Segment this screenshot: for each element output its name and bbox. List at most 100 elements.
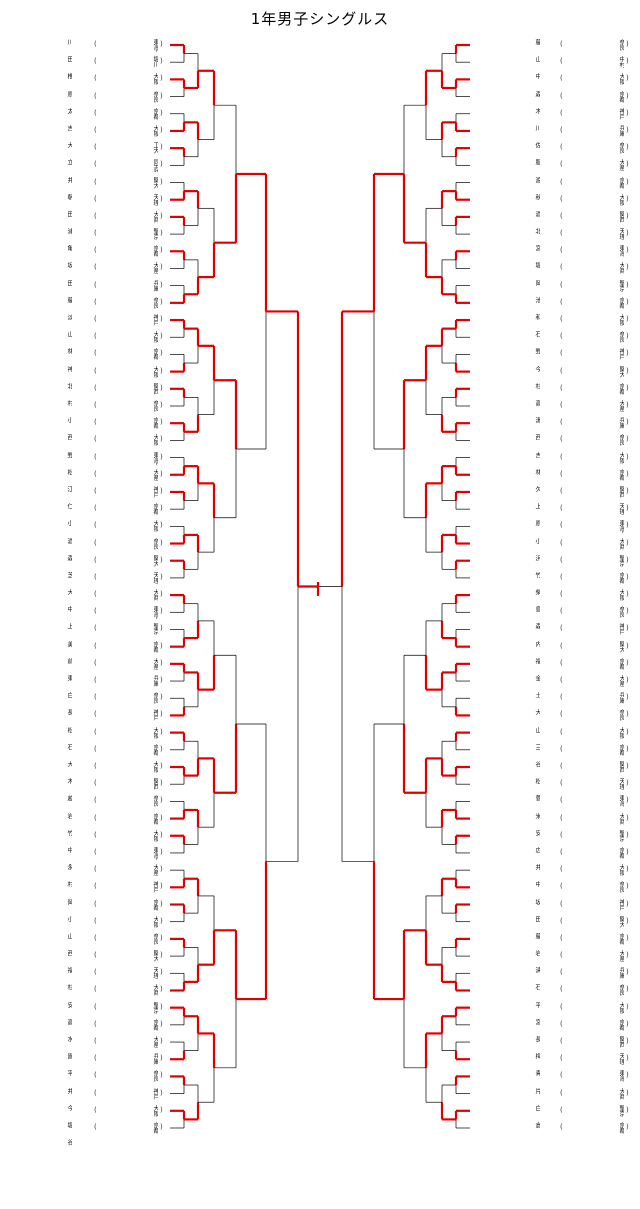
bracket-paren: (: [94, 315, 97, 324]
player-school: 奈良: [152, 400, 158, 411]
bracket-paren: (: [94, 263, 97, 272]
bracket-paren: (: [94, 469, 97, 478]
bracket-paren: ): [626, 796, 629, 805]
player-name: 島: [534, 606, 540, 612]
bracket-paren: ): [626, 297, 629, 306]
player-name: 山: [534, 726, 540, 733]
player-school: 堀川: [152, 56, 158, 68]
bracket-paren: (: [560, 332, 563, 341]
player-school: 東海大三: [618, 520, 624, 533]
bracket-paren: ): [160, 108, 163, 117]
player-name: 原: [66, 90, 72, 97]
bracket-paren: ): [626, 951, 629, 960]
bracket-paren: ): [160, 727, 163, 736]
bracket-paren: ): [626, 555, 629, 564]
bracket-paren: (: [560, 710, 563, 719]
player-name: 石: [534, 331, 540, 337]
bracket-paren: ): [160, 383, 163, 392]
bracket-paren: ): [626, 916, 629, 925]
player-school: 大阪: [152, 124, 158, 136]
player-school: 大産: [618, 950, 624, 962]
bracket-paren: ): [626, 91, 629, 100]
bracket-paren: (: [560, 469, 563, 478]
bracket-paren: (: [560, 538, 563, 547]
player-name: 片: [534, 1087, 540, 1094]
player-school: 大産: [152, 1036, 158, 1048]
bracket-paren: (: [94, 1037, 97, 1046]
bracket-paren: (: [560, 143, 563, 152]
player-name: 高: [66, 1018, 72, 1025]
player-name: 久: [534, 485, 540, 492]
player-name: 堀: [534, 262, 540, 268]
bracket-paren: ): [160, 847, 163, 856]
bracket-paren: (: [94, 143, 97, 152]
player-name: 朝: [66, 193, 72, 200]
player-name: 北: [534, 228, 540, 234]
bracket-paren: (: [560, 641, 563, 650]
player-school: 天理: [152, 571, 158, 583]
bracket-paren: ): [160, 1088, 163, 1097]
bracket-paren: ): [626, 1019, 629, 1028]
player-name: 井: [66, 176, 72, 183]
bracket-paren: (: [94, 332, 97, 341]
player-name: 大: [66, 589, 72, 595]
player-name: 山: [66, 331, 72, 337]
player-school: 京都: [152, 503, 158, 515]
player-school: 京都: [152, 107, 158, 119]
bracket-paren: (: [560, 486, 563, 495]
player-name: 神: [66, 365, 72, 372]
player-name: 大: [66, 761, 72, 767]
bracket-paren: (: [94, 435, 97, 444]
bracket-paren: ): [160, 555, 163, 564]
bracket-paren: ): [160, 1037, 163, 1046]
bracket-paren: (: [94, 160, 97, 169]
player-name: 田: [66, 56, 72, 62]
bracket-paren: (: [94, 108, 97, 117]
player-school: 京都: [618, 932, 624, 944]
player-school: 関西: [618, 1036, 624, 1048]
player-name: 長: [534, 1036, 540, 1042]
bracket-paren: ): [160, 676, 163, 685]
bracket-paren: (: [560, 418, 563, 427]
player-school: 大阪: [152, 331, 158, 343]
bracket-paren: (: [94, 641, 97, 650]
player-school: 大阪: [152, 365, 158, 377]
bracket-paren: (: [94, 125, 97, 134]
bracket-paren: (: [94, 280, 97, 289]
bracket-paren: (: [560, 263, 563, 272]
bracket-paren: (: [94, 727, 97, 736]
bracket-paren: ): [160, 882, 163, 891]
bracket-paren: ): [160, 418, 163, 427]
player-school: 大阪: [152, 1104, 158, 1116]
player-name: 金: [534, 675, 540, 681]
player-name: 大: [66, 142, 72, 148]
bracket-paren: (: [94, 349, 97, 358]
player-name: 小: [534, 537, 540, 544]
bracket-paren: (: [560, 899, 563, 908]
bracket-paren: (: [560, 1037, 563, 1046]
player-school: 京都: [152, 743, 158, 755]
player-school: 京都: [618, 468, 624, 480]
player-name: 佐: [534, 142, 540, 148]
bracket-paren: (: [94, 916, 97, 925]
bracket-paren: ): [160, 40, 163, 48]
bracket-paren: ): [626, 108, 629, 117]
player-school: 大阪: [618, 451, 624, 463]
player-school: 関大: [152, 950, 158, 962]
bracket-paren: ): [626, 143, 629, 152]
bracket-paren: ): [626, 366, 629, 375]
bracket-paren: (: [560, 813, 563, 822]
bracket-paren: (: [94, 383, 97, 392]
player-school: 京都: [618, 657, 624, 669]
player-school: 大阪: [618, 314, 624, 326]
player-name: 杉: [66, 984, 72, 990]
bracket-paren: (: [560, 590, 563, 599]
player-school: 関大: [152, 554, 158, 566]
player-name: 今: [66, 1104, 72, 1111]
bracket-paren: ): [626, 1071, 629, 1080]
player-name: 東: [66, 675, 72, 681]
bracket-paren: ): [160, 693, 163, 702]
bracket-paren: ): [626, 899, 629, 908]
bracket-paren: ): [626, 315, 629, 324]
player-name: 美: [66, 640, 72, 647]
